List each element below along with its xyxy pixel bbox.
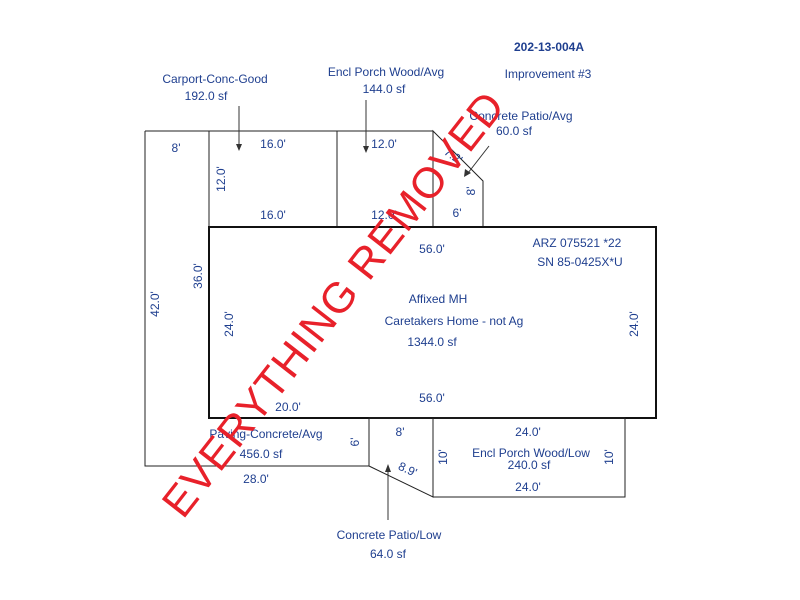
porch-avg-arrow	[363, 100, 369, 153]
parcel-id: 202-13-004A	[514, 40, 584, 54]
dim-home-left: 24.0'	[222, 311, 236, 337]
dim-porch-low-right: 10'	[602, 449, 616, 465]
home-line1: Affixed MH	[409, 292, 467, 306]
patio-low-area: 64.0 sf	[370, 547, 407, 561]
patio-avg-area: 60.0 sf	[496, 124, 533, 138]
dim-patio-low-side: 6'	[348, 438, 362, 447]
paving-area: 456.0 sf	[240, 447, 283, 461]
patio-avg-name: Concrete Patio/Avg	[469, 109, 572, 123]
dim-paving-inner: 36.0'	[191, 263, 205, 289]
dim-paving-bottom: 28.0'	[243, 472, 269, 486]
dim-porch-low-bottom: 24.0'	[515, 480, 541, 494]
dim-patio-avg-side: 8'	[464, 187, 478, 196]
carport-arrow	[236, 106, 242, 151]
encl-porch-low-outline	[432, 417, 626, 498]
dim-patio-low-diag: 8.9'	[396, 459, 419, 480]
dim-home-bottom: 56.0'	[419, 391, 445, 405]
dim-paving-left: 42.0'	[148, 291, 162, 317]
dim-carport-bottom: 16.0'	[260, 208, 286, 222]
porch-avg-name: Encl Porch Wood/Avg	[328, 65, 444, 79]
patio-low-name: Concrete Patio/Low	[337, 528, 442, 542]
dim-porch-avg-top: 12.0'	[371, 137, 397, 151]
porch-avg-area: 144.0 sf	[363, 82, 406, 96]
dim-carport-side: 12.0'	[214, 166, 228, 192]
home-area: 1344.0 sf	[407, 335, 457, 349]
dim-carport-top: 16.0'	[260, 137, 286, 151]
serial-line1: ARZ 075521 *22	[533, 236, 622, 250]
patio-low-arrow	[385, 464, 391, 520]
improvement-label: Improvement #3	[505, 67, 592, 81]
porch-low-area: 240.0 sf	[508, 458, 551, 472]
dim-home-right: 24.0'	[627, 311, 641, 337]
dim-porch-avg-bottom: 12.0'	[371, 208, 397, 222]
dim-paving-top: 8'	[172, 141, 181, 155]
dim-porch-low-left: 10'	[436, 449, 450, 465]
carport-area: 192.0 sf	[185, 89, 228, 103]
dim-home-top: 56.0'	[419, 242, 445, 256]
dim-porch-low-top: 24.0'	[515, 425, 541, 439]
paving-name: Paving-Concrete/Avg	[209, 427, 322, 441]
dim-patio-low-top: 8'	[396, 425, 405, 439]
home-line2: Caretakers Home - not Ag	[385, 314, 524, 328]
dim-home-bottom-left: 20.0'	[275, 400, 301, 414]
porch-low-name: Encl Porch Wood/Low	[472, 446, 590, 460]
dim-patio-avg-bottom: 6'	[453, 206, 462, 220]
carport-name: Carport-Conc-Good	[162, 72, 267, 86]
patio-avg-arrow	[464, 145, 490, 177]
serial-line2: SN 85-0425X*U	[537, 255, 622, 269]
